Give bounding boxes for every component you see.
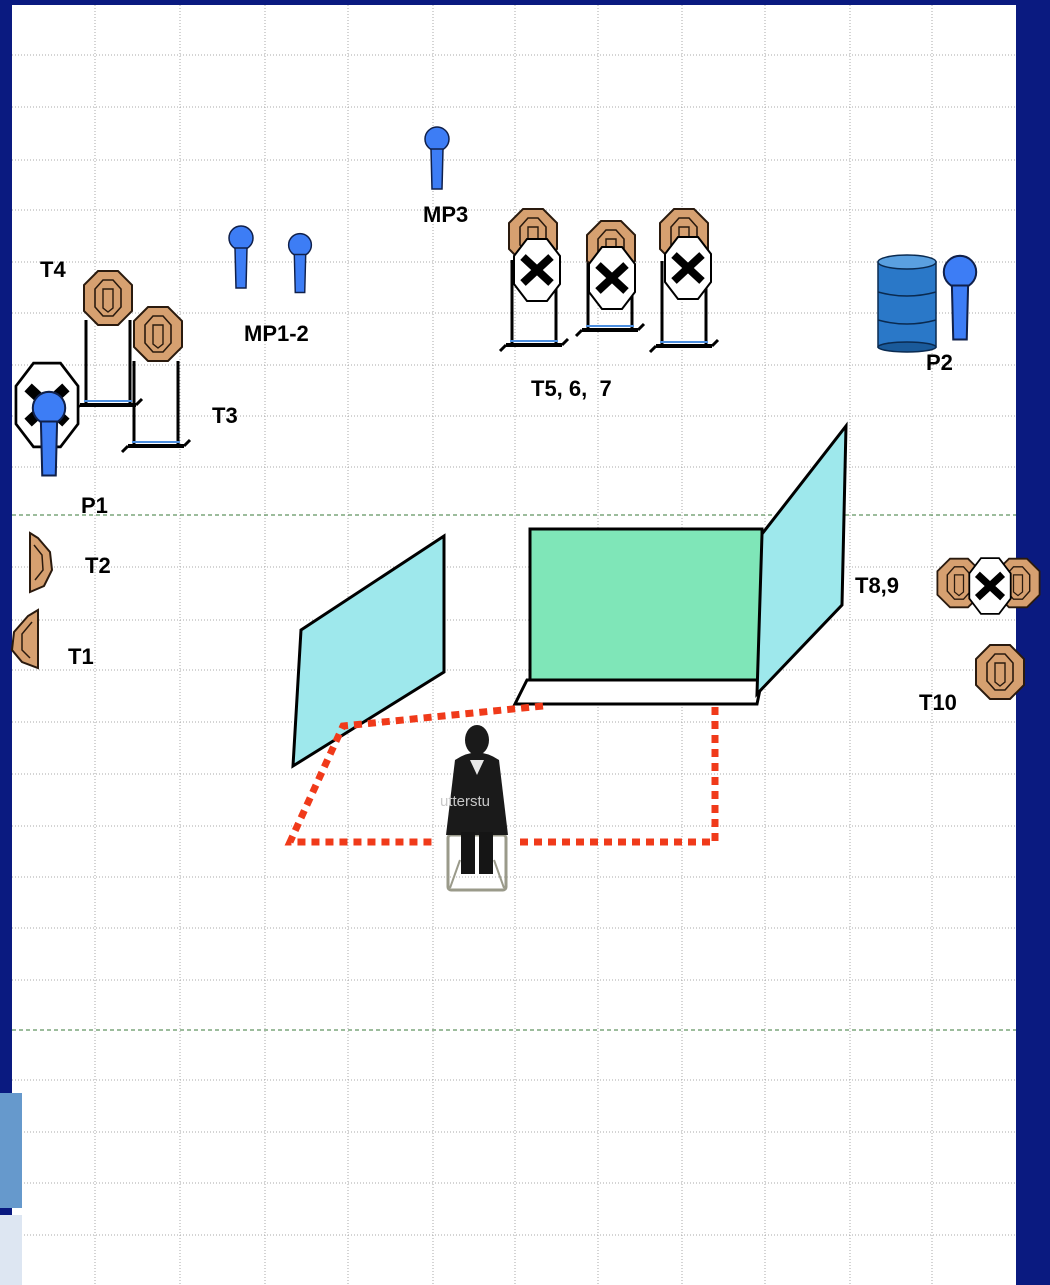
no-shoot-x-icon <box>665 237 711 299</box>
no-shoot-x-icon <box>589 247 635 309</box>
label-t5-6-7: T5, 6, 7 <box>531 376 612 401</box>
watermark-text: utterstu <box>440 793 490 810</box>
barrel-icon <box>878 255 936 352</box>
label-mp1-2: MP1-2 <box>244 321 309 346</box>
wall-center <box>530 529 762 680</box>
octagon-target-icon <box>976 645 1024 699</box>
label-t3: T3 <box>212 403 238 428</box>
label-t2: T2 <box>85 553 111 578</box>
no-shoot-x-icon <box>514 239 560 301</box>
label-t4: T4 <box>40 257 66 282</box>
label-t1: T1 <box>68 644 94 669</box>
octagon-target-icon <box>134 307 182 361</box>
label-t8-9: T8,9 <box>855 573 899 598</box>
label-p1: P1 <box>81 493 108 518</box>
octagon-target-icon <box>84 271 132 325</box>
label-mp3: MP3 <box>423 202 468 227</box>
accent-block-blue <box>0 1093 22 1208</box>
label-p2: P2 <box>926 350 953 375</box>
canvas-area <box>12 5 1016 1285</box>
accent-block-light <box>0 1215 22 1285</box>
label-t10: T10 <box>919 690 957 715</box>
no-shoot-x-icon <box>969 558 1010 614</box>
wall-base <box>515 680 762 704</box>
